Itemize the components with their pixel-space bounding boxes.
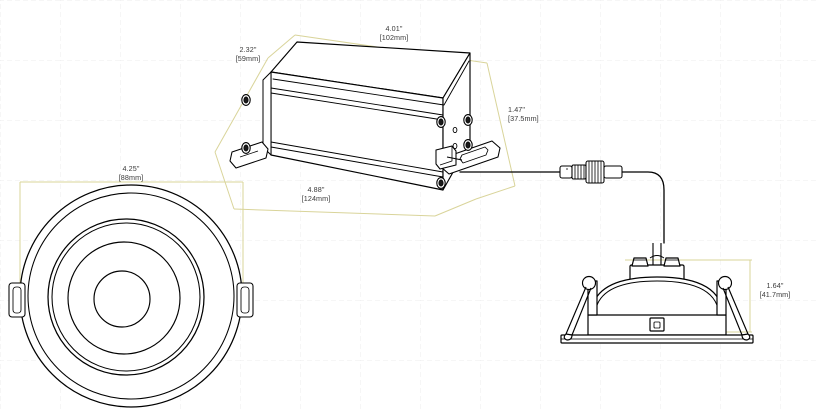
driver-overall-mm: [124mm] xyxy=(302,194,331,203)
driver-width-inch: 2.32" xyxy=(239,45,256,54)
housing-height-mm: [41.7mm] xyxy=(760,290,791,299)
trim-diameter-inch: 4.25" xyxy=(122,164,139,173)
driver-width-mm: [59mm] xyxy=(236,54,261,63)
quick-connector xyxy=(559,160,623,184)
driver-length-mm: [102mm] xyxy=(380,33,409,42)
driver-height-mm: [37.5mm] xyxy=(508,114,539,123)
connector-cable xyxy=(459,171,665,244)
driver-vent-holes xyxy=(452,126,458,150)
housing-spring-right xyxy=(717,275,751,341)
driver-height-inch: 1.47" xyxy=(508,105,525,114)
housing-side-view xyxy=(560,243,754,344)
trim-spring-clip-right xyxy=(236,282,254,318)
driver-cable-gland xyxy=(435,145,463,170)
trim-front-view xyxy=(19,184,243,408)
housing-spring-left xyxy=(563,275,597,341)
housing-height-inch: 1.64" xyxy=(766,281,783,290)
driver-overall-inch: 4.88" xyxy=(307,185,324,194)
trim-spring-clip-left xyxy=(8,282,26,318)
driver-mounting-bracket-left xyxy=(229,141,269,169)
trim-diameter-mm: [88mm] xyxy=(119,173,144,182)
driver-length-inch: 4.01" xyxy=(385,24,402,33)
trim-dimension-lines xyxy=(19,181,244,290)
driver-dimension-lines xyxy=(214,34,516,217)
